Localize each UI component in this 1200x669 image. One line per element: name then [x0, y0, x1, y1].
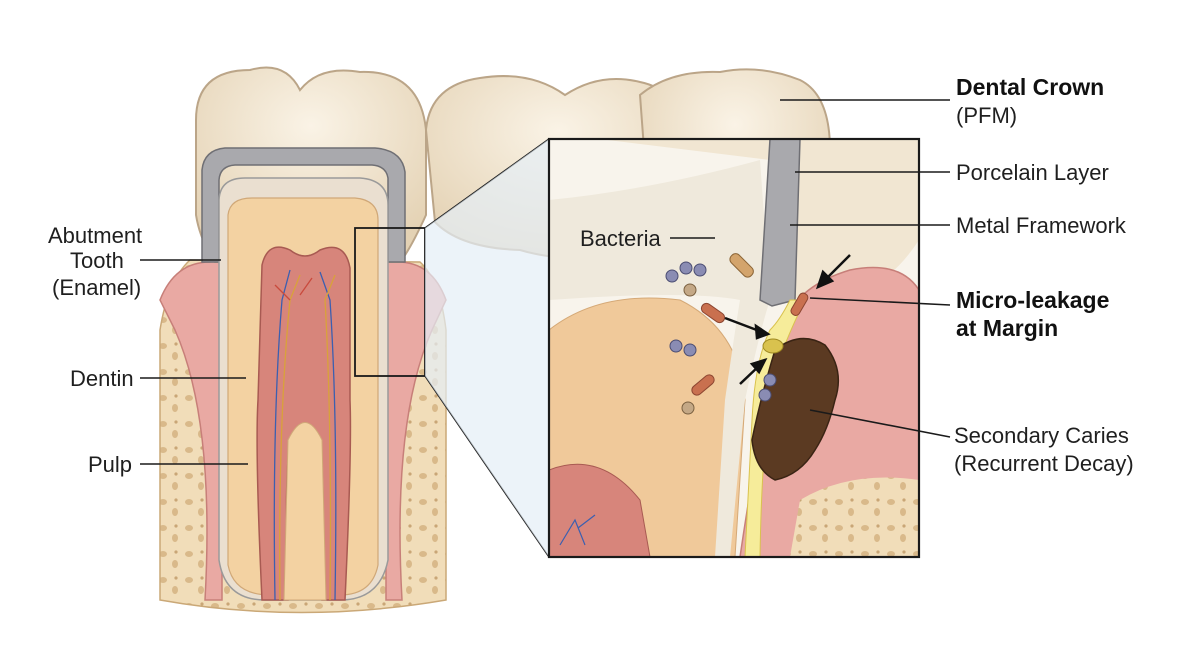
inset-bone [790, 477, 919, 557]
inset-porcelain [600, 139, 919, 300]
label-porcelain-layer: Porcelain Layer [956, 160, 1109, 185]
label-abutment: Abutment [48, 223, 142, 248]
inset-metal-strip [759, 139, 801, 307]
secondary-caries [751, 337, 840, 481]
label-micro-leakage: Micro-leakage [956, 287, 1109, 313]
zoom-wedge [425, 139, 549, 557]
label-secondary-caries: Secondary Caries [954, 423, 1129, 448]
inset-enamel [549, 160, 770, 557]
inset-pulp [549, 463, 651, 557]
label-bacteria: Bacteria [580, 226, 661, 251]
leader-leak [809, 297, 951, 306]
label-enamel: (Enamel) [52, 275, 141, 300]
leakage-arrows [724, 254, 851, 385]
label-dentin: Dentin [70, 366, 134, 391]
inset-frame [547, 137, 921, 559]
magnified-inset [549, 139, 919, 557]
leader-caries [809, 409, 951, 438]
inner-root-dentin [283, 422, 327, 601]
label-tooth: Tooth [70, 248, 124, 273]
label-pfm: (PFM) [956, 103, 1017, 128]
crown-metal-framework [201, 147, 406, 263]
label-pulp: Pulp [88, 452, 132, 477]
tooth-cross-section [159, 66, 447, 614]
pulp-nerves [273, 269, 337, 601]
label-metal-framework: Metal Framework [956, 213, 1127, 238]
label-dental-crown: Dental Crown [956, 74, 1104, 100]
bacteria-cluster [665, 253, 809, 415]
label-recurrent-decay: (Recurrent Decay) [954, 451, 1134, 476]
label-at-margin: at Margin [956, 315, 1058, 341]
